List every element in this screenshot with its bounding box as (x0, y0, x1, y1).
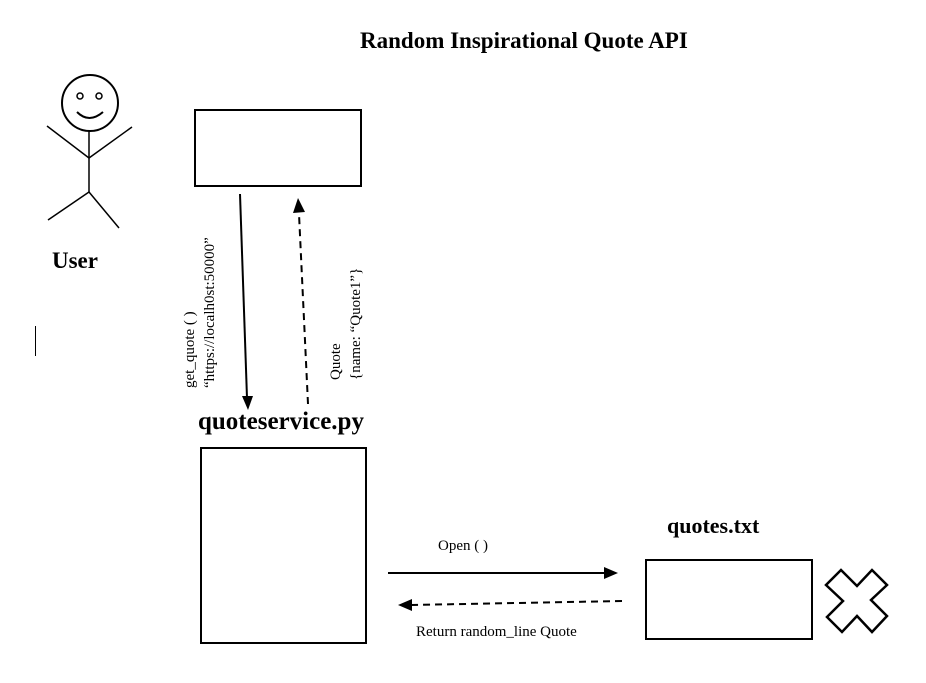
request-arrow (239, 193, 253, 410)
file-box (645, 559, 813, 640)
service-label: quoteservice.py (198, 408, 364, 435)
return-label: Return random_line Quote (416, 624, 577, 640)
service-box (200, 447, 367, 644)
file-label: quotes.txt (667, 513, 760, 538)
client-box (194, 109, 362, 187)
open-label: Open ( ) (438, 538, 488, 554)
x-mark-icon (824, 568, 889, 634)
response-arrow (293, 198, 309, 405)
user-label: User (52, 248, 98, 273)
diagram-title: Random Inspirational Quote API (360, 28, 688, 53)
return-arrow (398, 599, 623, 611)
open-arrow (388, 567, 618, 579)
text-cursor (35, 326, 36, 356)
